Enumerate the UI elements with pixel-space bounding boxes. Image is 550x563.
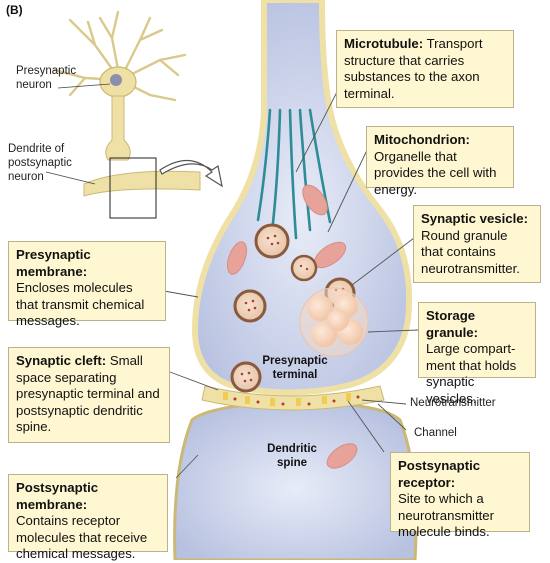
inset-neuron-illustration <box>45 10 201 219</box>
zoom-arrow <box>159 159 223 188</box>
callout-presynaptic-membrane-desc: Encloses molecules that transmit chemica… <box>16 280 145 328</box>
mitochondria <box>226 184 358 469</box>
callout-postsynaptic-membrane-desc: Contains receptor molecules that receive… <box>16 513 148 561</box>
callout-microtubule: Microtubule: Transport structure that ca… <box>336 30 514 108</box>
callout-mitochondrion: Mitochondrion: Organelle that provides t… <box>366 126 514 197</box>
callout-mitochondrion-desc: Organelle that provides the cell with en… <box>374 148 497 197</box>
cleft-channels <box>223 392 351 406</box>
storage-granule <box>299 287 369 357</box>
label-channel: Channel <box>414 427 457 439</box>
callout-presynaptic-membrane: Presynaptic membrane: Encloses molecules… <box>8 241 166 328</box>
label-dendritic-spine: Dendritic spine <box>267 443 317 469</box>
callout-synaptic-cleft: Synaptic cleft: Small space separating p… <box>8 347 170 443</box>
microtubules <box>256 108 332 240</box>
synaptic-vesicles <box>230 223 356 393</box>
neurotransmitter-dots <box>233 395 360 406</box>
callout-synaptic-vesicle-term: Synaptic vesicle: <box>421 211 529 226</box>
callout-synaptic-cleft-desc: Small space separating presynaptic termi… <box>16 353 160 434</box>
callout-storage-granule-term: Storage granule: <box>426 308 479 340</box>
label-dendrite-of-postsynaptic-neuron: Dendrite of postsynaptic neuron <box>8 143 72 183</box>
callout-postsynaptic-membrane: Postsynaptic membrane: Contains receptor… <box>8 474 168 561</box>
callout-synaptic-vesicle: Synaptic vesicle: Round granule that con… <box>413 205 541 283</box>
leader-lines <box>163 89 419 479</box>
callout-microtubule-desc: Transport structure that carries substan… <box>344 36 483 101</box>
callout-synaptic-vesicle-desc: Round granule that contains neurotransmi… <box>421 227 520 276</box>
label-presynaptic-neuron: Presynaptic neuron <box>16 65 77 91</box>
callout-microtubule-term: Microtubule: <box>344 36 424 51</box>
callout-postsynaptic-membrane-term: Postsynaptic membrane: <box>16 480 99 512</box>
dendritic-spine <box>173 400 418 560</box>
callout-mitochondrion-term: Mitochondrion: <box>374 132 470 147</box>
callout-storage-granule-desc: Large compart-ment that holds synaptic v… <box>426 341 517 406</box>
callout-synaptic-cleft-term: Synaptic cleft: <box>16 353 107 368</box>
callout-presynaptic-membrane-term: Presynaptic membrane: <box>16 247 91 279</box>
label-neurotransmitter: Neurotransmitter <box>410 396 496 410</box>
callout-storage-granule: Storage granule: Large compart-ment that… <box>418 302 536 406</box>
panel-label: (B) <box>6 3 23 17</box>
callout-postsynaptic-receptor-term: Postsynaptic receptor: <box>398 458 481 490</box>
callout-postsynaptic-receptor-desc: Site to which a neurotransmitter molecul… <box>398 491 495 539</box>
callout-postsynaptic-receptor: Postsynaptic receptor: Site to which a n… <box>390 452 530 539</box>
label-presynaptic-terminal: Presynaptic terminal <box>262 355 328 381</box>
